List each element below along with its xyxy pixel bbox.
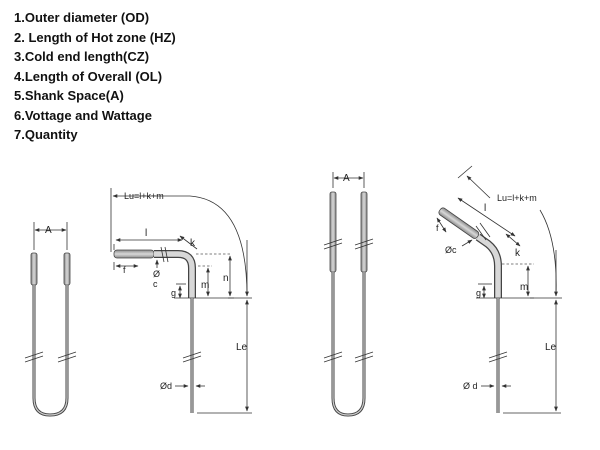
phi-c-label-90: Ø	[153, 269, 160, 279]
dim-n-label-90: n	[223, 273, 229, 284]
dim-f-label-angled: f	[436, 223, 439, 233]
spec-item-shank: 5.Shank Space(A)	[14, 88, 124, 103]
figure-bent-element-angled: Lu=l+k+m l f Øc k m g	[436, 165, 562, 414]
lu-label-90: Lu=l+k+m	[124, 191, 164, 201]
dim-a-label: A	[45, 225, 52, 236]
cold-end-rod-horizontal	[113, 249, 155, 259]
figure-u-element-front: A	[24, 222, 77, 417]
dim-le-label-angled: Le	[545, 342, 557, 353]
c-label-90: c	[153, 279, 158, 289]
figure-u-element-side: A	[323, 172, 374, 417]
dim-le-label-90: Le	[236, 342, 248, 353]
spec-item-ol: 4.Length of Overall (OL)	[14, 68, 163, 84]
cold-end-rod-right-side	[360, 191, 368, 273]
spec-item-hz: 2. Length of Hot zone (HZ)	[14, 29, 176, 45]
dim-k-label-90: k	[190, 238, 196, 249]
cold-end-rod-angled	[438, 207, 480, 239]
dim-m-label-90: m	[201, 280, 209, 291]
dim-a-label-side: A	[343, 173, 350, 184]
spec-list: 1.Outer diameter (OD) 2. Length of Hot z…	[14, 8, 176, 145]
spec-item-od: 1.Outer diameter (OD)	[14, 10, 150, 25]
cold-end-rod-right	[63, 252, 71, 286]
dim-k-label-angled: k	[515, 248, 521, 259]
cold-end-rod-left	[30, 252, 38, 286]
dim-m-label-angled: m	[520, 282, 528, 293]
dim-l-label-90: l	[145, 228, 147, 239]
dim-g-label-angled: g	[476, 288, 481, 298]
phi-d-label-angled: Ø d	[463, 381, 478, 391]
cold-end-rod-left-side	[329, 191, 337, 273]
spec-item-cz: 3.Cold end length(CZ)	[14, 49, 150, 64]
figure-bent-element-90: Lu=l+k+m l k f Ø c n m	[110, 188, 252, 414]
lu-label-angled: Lu=l+k+m	[497, 193, 537, 203]
dim-g-label-90: g	[171, 288, 176, 298]
dim-f-label-90: f	[123, 265, 126, 275]
spec-item-quantity: 7.Quantity	[14, 127, 78, 142]
spec-item-voltage: 6.Vottage and Wattage	[14, 107, 152, 123]
phi-d-label-90: Ød	[160, 381, 172, 391]
phi-c-label-angled: Øc	[445, 245, 457, 255]
dim-l-label-angled: l	[484, 203, 486, 214]
